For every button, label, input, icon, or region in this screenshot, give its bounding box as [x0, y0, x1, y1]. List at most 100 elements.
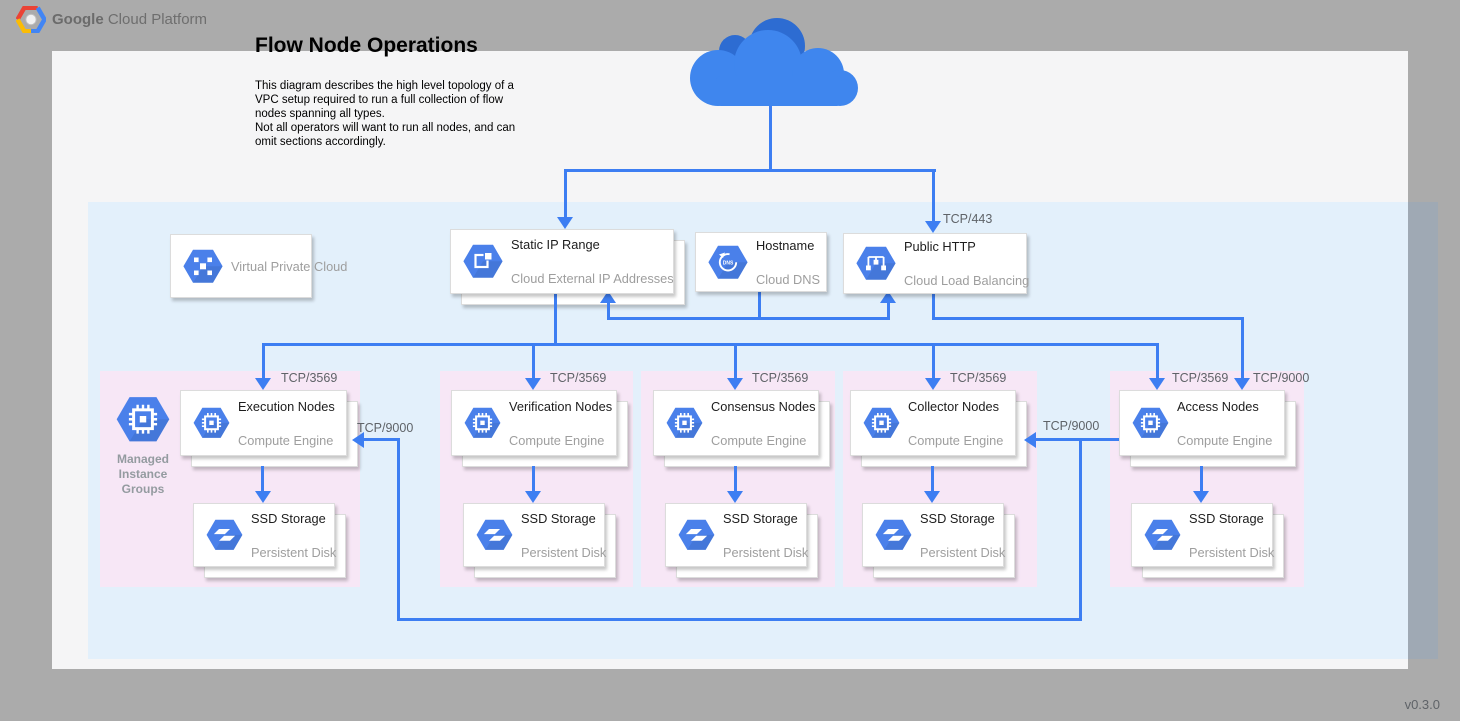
edge-lb-across — [931, 317, 1244, 320]
page-title: Flow Node Operations — [255, 34, 478, 57]
card-public-http: Public HTTP Cloud Load Balancing — [843, 233, 1030, 294]
edge-drop-access — [1155, 343, 1159, 379]
card-collector-ssd: SSD Storage Persistent Disk — [862, 503, 1006, 567]
internet-cloud-icon — [690, 18, 858, 106]
arrow-into-consensus — [727, 378, 743, 390]
arrow-into-staticip — [557, 217, 573, 229]
edge-lb-down — [931, 292, 935, 319]
port-label-verification-3569: TCP/3569 — [550, 371, 607, 385]
consensus-ssd-subtitle: Persistent Disk — [723, 544, 809, 560]
gcp-logo-icon — [16, 6, 46, 33]
compute-engine-icon — [464, 407, 501, 439]
edge-cloud-trunk — [768, 106, 772, 169]
collector-subtitle: Compute Engine — [908, 432, 1004, 448]
edge-top-bus — [563, 169, 936, 172]
collector-ssd-subtitle: Persistent Disk — [920, 544, 1006, 560]
consensus-subtitle: Compute Engine — [711, 432, 807, 448]
edge-drop-verification — [531, 343, 535, 379]
version-label: v0.3.0 — [1404, 697, 1440, 712]
arrow-up-http — [880, 291, 896, 303]
hostname-subtitle: Cloud DNS — [756, 271, 821, 287]
persistent-disk-icon — [1144, 519, 1181, 551]
consensus-title: Consensus Nodes — [711, 398, 816, 414]
verification-ssd-title: SSD Storage — [521, 510, 596, 526]
edge-loop-to-execution — [364, 438, 398, 441]
arrow-verification-ssd — [525, 491, 541, 503]
arrow-into-access — [1149, 378, 1165, 390]
port-label-consensus-3569: TCP/3569 — [752, 371, 809, 385]
verification-subtitle: Compute Engine — [509, 432, 605, 448]
arrow-into-collector — [925, 378, 941, 390]
description-text: This diagram describes the high level to… — [255, 80, 516, 148]
arrow-into-execution-side — [352, 431, 364, 448]
arrow-execution-ssd — [254, 491, 271, 503]
arrow-consensus-ssd — [727, 491, 743, 503]
edge-lb-to-access — [1240, 317, 1244, 379]
consensus-ssd-title: SSD Storage — [723, 510, 798, 526]
card-access-nodes: Access Nodes Compute Engine — [1119, 390, 1285, 456]
arrow-into-http — [925, 221, 941, 233]
collector-ssd-title: SSD Storage — [920, 510, 995, 526]
edge-staticip-down — [553, 292, 557, 346]
edge-execution-ssd — [261, 466, 264, 491]
access-ssd-title: SSD Storage — [1189, 510, 1264, 526]
arrow-into-collector-side — [1024, 431, 1036, 448]
edge-loop-left-up — [396, 438, 400, 621]
arrow-access-ssd — [1193, 491, 1209, 503]
persistent-disk-icon — [678, 519, 715, 551]
arrow-lb-into-access — [1234, 378, 1250, 390]
execution-subtitle: Compute Engine — [238, 432, 334, 448]
card-access-ssd: SSD Storage Persistent Disk — [1131, 503, 1275, 567]
compute-engine-icon — [666, 407, 703, 439]
mig-label: Managed Instance Groups — [116, 452, 169, 496]
card-vpc: Virtual Private Cloud — [170, 234, 347, 298]
external-ip-icon — [463, 244, 503, 279]
virtual-private-cloud-icon — [183, 249, 223, 284]
edge-dns-up-http — [886, 303, 890, 319]
verification-ssd-subtitle: Persistent Disk — [521, 544, 607, 560]
edge-access-to-collector — [1036, 438, 1120, 441]
port-label-access-9000: TCP/9000 — [1253, 371, 1310, 385]
port-label-collector-9000: TCP/9000 — [1043, 419, 1100, 433]
edge-verification-ssd — [531, 466, 535, 491]
edge-hostname-down — [757, 290, 761, 320]
compute-engine-icon — [863, 407, 900, 439]
brand-cloud-platform: Cloud Platform — [107, 11, 208, 28]
persistent-disk-icon — [476, 519, 513, 551]
edge-loop-right-down — [1078, 438, 1082, 621]
access-ssd-subtitle: Persistent Disk — [1189, 544, 1275, 560]
vpc-card-label: Virtual Private Cloud — [231, 258, 348, 274]
public-http-subtitle: Cloud Load Balancing — [904, 273, 1030, 288]
edge-to-http — [931, 169, 935, 221]
static-ip-title: Static IP Range — [511, 237, 600, 252]
cloud-dns-icon — [708, 245, 748, 280]
edge-drop-collector — [931, 343, 935, 379]
collector-title: Collector Nodes — [908, 398, 1000, 414]
card-execution-nodes: Execution Nodes Compute Engine — [180, 390, 347, 456]
arrow-into-verification — [525, 378, 541, 390]
verification-title: Verification Nodes — [509, 398, 613, 414]
access-title: Access Nodes — [1177, 398, 1259, 414]
execution-title: Execution Nodes — [238, 398, 335, 414]
edge-drop-consensus — [733, 343, 737, 379]
edge-dns-up-staticip — [606, 303, 610, 319]
hostname-title: Hostname — [756, 237, 815, 253]
arrow-collector-ssd — [924, 491, 940, 503]
edge-main-bus — [261, 343, 1159, 346]
card-collector-nodes: Collector Nodes Compute Engine — [850, 390, 1016, 456]
public-http-title: Public HTTP — [904, 239, 976, 254]
compute-engine-icon — [1132, 407, 1169, 439]
edge-drop-execution — [261, 343, 265, 379]
brand-text: Google Cloud Platform — [52, 11, 207, 28]
arrow-up-staticip — [600, 291, 616, 303]
port-label-collector-3569: TCP/3569 — [950, 371, 1007, 385]
card-static-ip: Static IP Range Cloud External IP Addres… — [450, 229, 674, 294]
card-verification-nodes: Verification Nodes Compute Engine — [451, 390, 617, 456]
execution-ssd-title: SSD Storage — [251, 510, 326, 526]
port-label-access-3569: TCP/3569 — [1172, 371, 1229, 385]
brand-google: Google — [52, 11, 104, 28]
edge-collector-ssd — [930, 466, 934, 491]
edge-loop-bottom — [396, 618, 1082, 621]
vpc-zone-overhang — [1408, 202, 1438, 659]
card-verification-ssd: SSD Storage Persistent Disk — [463, 503, 607, 567]
